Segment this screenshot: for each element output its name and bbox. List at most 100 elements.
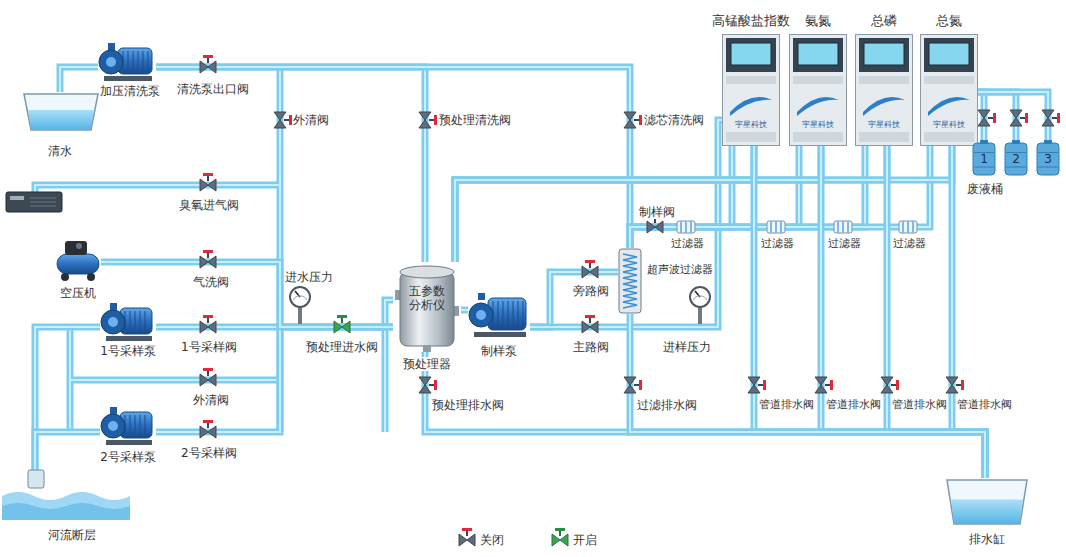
valve-label: 过滤器 xyxy=(760,237,795,251)
pipe-highlight xyxy=(455,146,952,262)
filter-coil xyxy=(623,254,637,308)
valve xyxy=(200,420,216,438)
valve-label: 制样阀 xyxy=(638,205,676,219)
pipe-connector xyxy=(455,146,754,262)
analyzer-cabinet: 总氮宇星科技 xyxy=(920,34,978,146)
waste-barrel: 1 xyxy=(972,140,996,176)
pipe xyxy=(156,327,393,432)
pipe-highlight xyxy=(530,272,618,327)
pipe xyxy=(630,146,799,248)
valve xyxy=(1042,110,1060,126)
pump-drawing xyxy=(100,406,156,446)
pump-head xyxy=(101,310,125,334)
vessel-top xyxy=(400,266,454,278)
node-label: 制样泵 xyxy=(480,344,518,358)
screen xyxy=(731,43,771,65)
tank-water xyxy=(951,500,1023,524)
pipe-highlight xyxy=(821,146,985,478)
node-label: 预处理器 xyxy=(402,357,452,371)
pipe xyxy=(156,67,630,248)
cabinet-head xyxy=(793,38,843,72)
pump-head xyxy=(469,303,493,327)
screen xyxy=(798,43,838,65)
pipe-highlight xyxy=(530,120,722,327)
pipe-highlight xyxy=(461,309,468,311)
pipe xyxy=(821,146,985,478)
pipe xyxy=(455,146,952,262)
pipe xyxy=(978,92,1016,140)
analyzer-cabinet-drawing xyxy=(920,34,978,146)
pipe-connector xyxy=(455,146,821,262)
river-section: 河流断层 xyxy=(2,470,134,520)
pipe xyxy=(530,120,722,327)
cabinet xyxy=(790,35,847,146)
pipe xyxy=(35,327,100,470)
node-label: 高锰酸盐指数 xyxy=(711,14,791,28)
pipe-highlight xyxy=(978,92,1016,140)
analyzer-cabinet: 氨氮宇星科技 xyxy=(789,34,847,146)
pump: 制样泵 xyxy=(468,292,530,338)
node-label: 氨氮 xyxy=(804,14,832,28)
compressor-motor xyxy=(65,241,87,255)
barrel-ring xyxy=(974,167,994,168)
pump-outlet xyxy=(108,43,115,50)
logo-swoosh xyxy=(730,97,772,116)
node-label: 排水缸 xyxy=(968,532,1006,546)
pipe-connector xyxy=(60,67,98,92)
valve-label: 管道排水阀 xyxy=(956,398,1013,412)
inner-text: 1 xyxy=(980,152,988,166)
barrel-ring xyxy=(1038,167,1058,168)
valve-label: 管道排水阀 xyxy=(758,398,815,412)
pump-drawing xyxy=(98,42,156,82)
pipe xyxy=(455,146,754,262)
valve-label: 管道排水阀 xyxy=(891,398,948,412)
valve xyxy=(815,377,833,393)
node-label: 加压清洗泵 xyxy=(99,84,161,98)
pipe-connector xyxy=(156,327,393,432)
barrel-body xyxy=(1005,143,1027,175)
compressor-wheel xyxy=(61,273,69,281)
pump-outlet xyxy=(110,303,117,310)
filter xyxy=(767,221,785,233)
valve-label: 进水压力 xyxy=(284,270,334,284)
ozone-vents xyxy=(30,198,56,206)
valve xyxy=(978,110,996,126)
cabinet xyxy=(723,35,780,146)
drain-tank: 排水缸 xyxy=(945,478,1029,526)
valve xyxy=(624,377,642,393)
cabinet-base xyxy=(726,132,776,142)
pump-fin xyxy=(133,51,134,71)
valve-label: 进样压力 xyxy=(662,340,712,354)
barrel-body xyxy=(1037,143,1059,175)
valve xyxy=(582,315,598,333)
pump-fin xyxy=(130,311,131,331)
valve xyxy=(1010,110,1028,126)
pump-fin xyxy=(135,415,136,435)
pipe-highlight xyxy=(425,352,985,478)
cabinet xyxy=(856,35,913,146)
pump-fin xyxy=(508,301,509,327)
pump-fin xyxy=(145,311,146,331)
pump-fin xyxy=(140,415,141,435)
ozone-panel xyxy=(10,196,24,200)
pump-fin xyxy=(498,301,499,327)
valve-label: 预处理排水阀 xyxy=(431,398,505,412)
pipe-connector xyxy=(821,146,985,478)
tank-outline xyxy=(947,480,1027,524)
inner-text: 宇星科技 xyxy=(933,120,965,130)
ozone-body xyxy=(6,192,62,212)
logo-swoosh xyxy=(863,97,905,116)
valve-label: 预处理清洗阀 xyxy=(438,113,512,127)
inner-text: 3 xyxy=(1044,152,1052,166)
pump-eye xyxy=(476,310,486,320)
pipe-connector xyxy=(630,146,799,248)
pump-motor xyxy=(488,298,526,330)
valve xyxy=(200,368,216,386)
cabinet-base xyxy=(859,132,909,142)
filter xyxy=(834,221,852,233)
tank-water xyxy=(28,110,94,130)
pipe xyxy=(630,314,985,478)
pump-fin xyxy=(523,301,524,327)
pipe xyxy=(35,185,280,192)
